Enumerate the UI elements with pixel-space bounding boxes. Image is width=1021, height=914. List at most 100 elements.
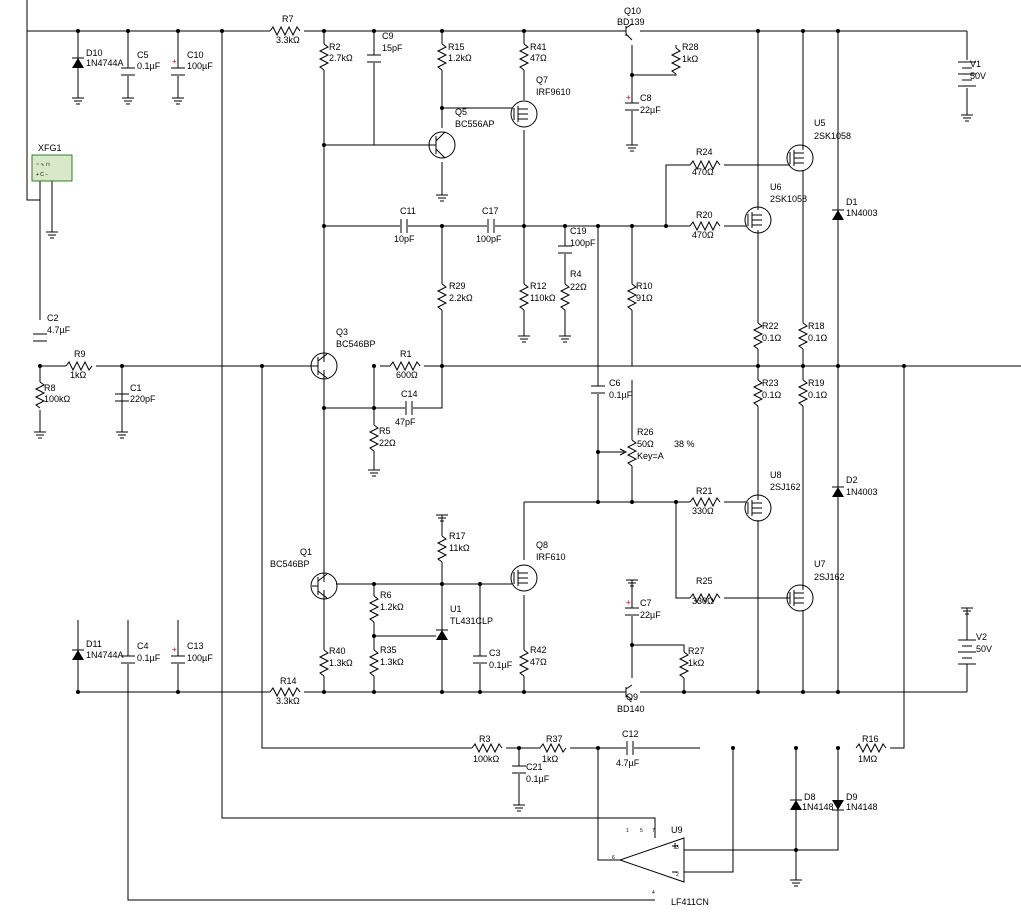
ref-label: R17 bbox=[449, 531, 466, 541]
value-label: 50V bbox=[976, 644, 992, 654]
ref-label: XFG1 bbox=[38, 143, 62, 153]
value-label: 100pF bbox=[570, 238, 596, 248]
value-label: 22Ω bbox=[379, 438, 396, 448]
ref-label: C2 bbox=[47, 313, 59, 323]
value-label: 1N4744A bbox=[86, 58, 124, 68]
mosfet-symbols bbox=[510, 100, 814, 612]
resistor-symbols-vertical bbox=[34, 43, 809, 679]
value-label: BC546BP bbox=[336, 339, 376, 349]
pot-key: Key=A bbox=[637, 451, 664, 461]
ref-label: C10 bbox=[187, 50, 204, 60]
ref-label: D2 bbox=[846, 475, 858, 485]
value-label: BC546BP bbox=[270, 559, 310, 569]
ref-label: R24 bbox=[696, 147, 713, 157]
opamp-pin: 3 bbox=[676, 845, 679, 851]
value-label: 100kΩ bbox=[44, 394, 71, 404]
value-label: 15pF bbox=[382, 43, 403, 53]
ref-label: D10 bbox=[86, 48, 103, 58]
ref-label: D9 bbox=[846, 792, 858, 802]
ref-label: U8 bbox=[770, 470, 782, 480]
value-label: 0.1Ω bbox=[808, 333, 828, 343]
value-label: 0.1Ω bbox=[808, 390, 828, 400]
ref-label: R20 bbox=[696, 210, 713, 220]
value-label: 4.7µF bbox=[616, 758, 640, 768]
opamp-pin: 7 bbox=[652, 828, 655, 834]
value-label: 0.1µF bbox=[137, 61, 161, 71]
svg-text:+: + bbox=[172, 645, 177, 654]
ref-label: R28 bbox=[682, 42, 699, 52]
ref-label: Q3 bbox=[336, 327, 348, 337]
value-label: 11kΩ bbox=[449, 543, 470, 553]
ref-label: R23 bbox=[762, 378, 779, 388]
ref-label: R18 bbox=[808, 321, 825, 331]
ref-label: R42 bbox=[530, 645, 547, 655]
value-label: 1N4003 bbox=[846, 487, 878, 497]
value-label: 0.1µF bbox=[526, 774, 550, 784]
ref-label: R21 bbox=[696, 486, 713, 496]
ref-label: R35 bbox=[380, 645, 397, 655]
value-label: 50Ω bbox=[637, 439, 654, 449]
ref-label: D11 bbox=[86, 639, 102, 649]
value-label: 47pF bbox=[395, 417, 416, 427]
ref-label: V1 bbox=[970, 59, 981, 69]
value-label: 100µF bbox=[187, 61, 213, 71]
value-label: 2SK1058 bbox=[770, 194, 807, 204]
ref-label: C7 bbox=[640, 598, 652, 608]
svg-text:+: + bbox=[626, 598, 631, 607]
wires bbox=[26, 0, 1021, 901]
value-label: LF411CN bbox=[671, 897, 709, 907]
ref-label: U7 bbox=[814, 559, 826, 569]
ref-label: R7 bbox=[282, 14, 294, 24]
ref-label: R37 bbox=[546, 734, 563, 744]
value-label: 100µF bbox=[187, 653, 213, 663]
opamp-symbol bbox=[618, 837, 685, 883]
value-label: 22µF bbox=[640, 105, 661, 115]
battery-symbols bbox=[958, 61, 976, 665]
capacitor-symbols bbox=[32, 54, 640, 774]
value-label: 330Ω bbox=[692, 596, 714, 606]
value-label: IRF610 bbox=[536, 552, 566, 562]
opamp-pin: 1 bbox=[626, 828, 629, 834]
opamp-pins: 1 5 7 3 2 4 6 bbox=[612, 828, 679, 896]
ref-label: R3 bbox=[479, 734, 491, 744]
value-label: 2SJ162 bbox=[814, 572, 845, 582]
value-label: 10pF bbox=[394, 234, 415, 244]
ref-label: R5 bbox=[379, 426, 391, 436]
value-label: 22µF bbox=[640, 610, 661, 620]
value-label: 220pF bbox=[130, 394, 156, 404]
ref-label: C5 bbox=[137, 50, 149, 60]
ref-label: R2 bbox=[329, 42, 341, 52]
ref-label: C11 bbox=[400, 206, 416, 216]
value-label: 1kΩ bbox=[542, 754, 559, 764]
svg-text:+ C −: + C − bbox=[36, 172, 48, 178]
value-label: 1N4148 bbox=[846, 802, 878, 812]
value-label: 47Ω bbox=[530, 657, 547, 667]
opamp-pin: 4 bbox=[652, 890, 655, 896]
ref-label: R41 bbox=[530, 42, 547, 52]
ref-label: U1 bbox=[450, 604, 462, 614]
ref-label: C4 bbox=[137, 641, 149, 651]
ref-label: Q1 bbox=[300, 547, 312, 557]
ref-label: R26 bbox=[637, 427, 654, 437]
ref-label: D1 bbox=[846, 197, 858, 207]
ref-label: Q5 bbox=[455, 107, 467, 117]
value-label: 91Ω bbox=[636, 293, 653, 303]
value-label: IRF9610 bbox=[536, 87, 571, 97]
ref-label: Q10 bbox=[624, 6, 641, 16]
junctions bbox=[38, 29, 906, 852]
value-label: 1N4148 bbox=[802, 802, 834, 812]
value-label: 50V bbox=[970, 71, 986, 81]
ref-label: D8 bbox=[804, 792, 816, 802]
value-label: 2SJ162 bbox=[770, 482, 801, 492]
ref-label: C6 bbox=[609, 378, 621, 388]
ref-label: R15 bbox=[448, 42, 465, 52]
ref-label: R4 bbox=[570, 269, 582, 279]
value-label: 47Ω bbox=[530, 53, 547, 63]
ref-label: R27 bbox=[688, 646, 705, 656]
value-label: 110kΩ bbox=[530, 293, 556, 303]
pot-setting: 38 % bbox=[674, 439, 695, 449]
ref-label: C8 bbox=[640, 93, 652, 103]
ref-label: Q9 bbox=[626, 692, 638, 702]
value-label: 1MΩ bbox=[858, 754, 878, 764]
